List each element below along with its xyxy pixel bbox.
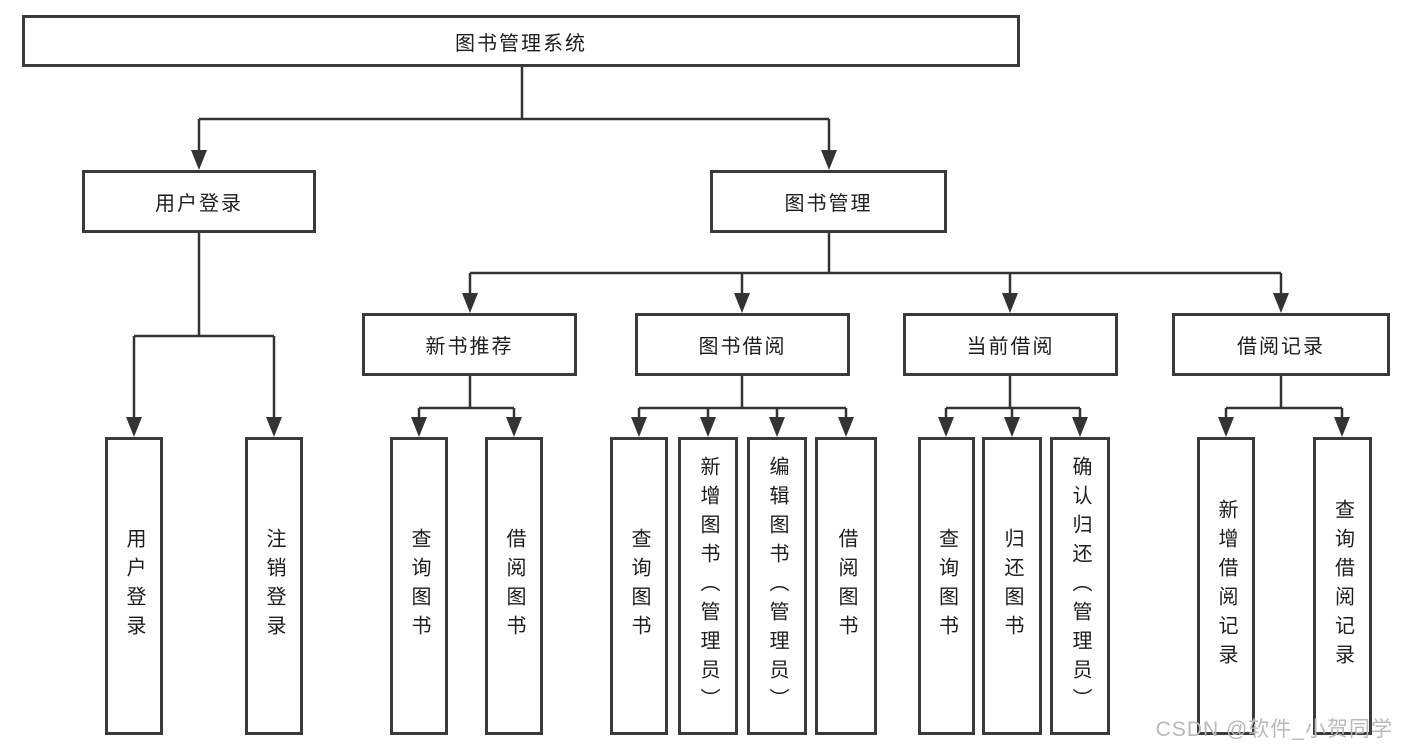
leaf-confirm-return-admin: 确认归还（管理员） bbox=[1050, 437, 1110, 735]
leaf-return-books: 归还图书 bbox=[982, 437, 1042, 735]
leaf-query-books-borrowing: 查询图书 bbox=[610, 437, 668, 735]
leaf-borrow-books-recommend: 借阅图书 bbox=[485, 437, 543, 735]
arrowheads bbox=[126, 150, 1350, 437]
leaf-user-login: 用户登录 bbox=[105, 437, 163, 735]
leaf-add-borrow-record: 新增借阅记录 bbox=[1197, 437, 1255, 735]
leaf-query-books-recommend: 查询图书 bbox=[390, 437, 448, 735]
node-borrowing-records-label: 借阅记录 bbox=[1237, 336, 1325, 358]
node-book-management: 图书管理 bbox=[710, 170, 947, 233]
leaf-query-books-current: 查询图书 bbox=[918, 437, 975, 735]
leaf-add-books-admin-label: 新增图书（管理员） bbox=[697, 455, 719, 717]
leaf-borrow-books-borrowing-label: 借阅图书 bbox=[835, 528, 857, 644]
leaf-confirm-return-admin-label: 确认归还（管理员） bbox=[1069, 455, 1091, 717]
node-user-login-label: 用户登录 bbox=[155, 193, 243, 215]
leaf-edit-books-admin: 编辑图书（管理员） bbox=[747, 437, 807, 735]
node-book-borrowing-label: 图书借阅 bbox=[698, 336, 787, 358]
leaf-query-borrow-record-label: 查询借阅记录 bbox=[1331, 499, 1354, 673]
node-current-borrowing-label: 当前借阅 bbox=[966, 336, 1055, 358]
leaf-query-books-borrowing-label: 查询图书 bbox=[628, 528, 650, 644]
leaf-logout: 注销登录 bbox=[245, 437, 303, 735]
leaf-edit-books-admin-label: 编辑图书（管理员） bbox=[766, 455, 788, 717]
csdn-watermark: CSDN @软件_小贺同学 bbox=[1155, 718, 1393, 741]
node-borrowing-records: 借阅记录 bbox=[1172, 313, 1390, 376]
node-user-login: 用户登录 bbox=[82, 170, 316, 233]
leaf-query-borrow-record: 查询借阅记录 bbox=[1313, 437, 1372, 735]
node-library-system: 图书管理系统 bbox=[22, 15, 1020, 67]
leaf-query-books-current-label: 查询图书 bbox=[935, 528, 958, 644]
leaf-return-books-label: 归还图书 bbox=[1001, 528, 1023, 644]
node-book-management-label: 图书管理 bbox=[784, 193, 873, 215]
leaf-logout-label: 注销登录 bbox=[263, 528, 285, 644]
node-book-borrowing: 图书借阅 bbox=[635, 313, 850, 376]
leaf-add-books-admin: 新增图书（管理员） bbox=[678, 437, 738, 735]
node-new-book-recommend: 新书推荐 bbox=[362, 313, 577, 376]
leaf-user-login-label: 用户登录 bbox=[123, 528, 145, 644]
leaf-borrow-books-recommend-label: 借阅图书 bbox=[503, 528, 525, 644]
node-library-system-label: 图书管理系统 bbox=[455, 32, 587, 55]
node-current-borrowing: 当前借阅 bbox=[903, 313, 1118, 376]
leaf-add-borrow-record-label: 新增借阅记录 bbox=[1215, 499, 1237, 673]
leaf-query-books-recommend-label: 查询图书 bbox=[408, 528, 430, 644]
leaf-borrow-books-borrowing: 借阅图书 bbox=[815, 437, 877, 735]
node-new-book-recommend-label: 新书推荐 bbox=[425, 336, 514, 358]
